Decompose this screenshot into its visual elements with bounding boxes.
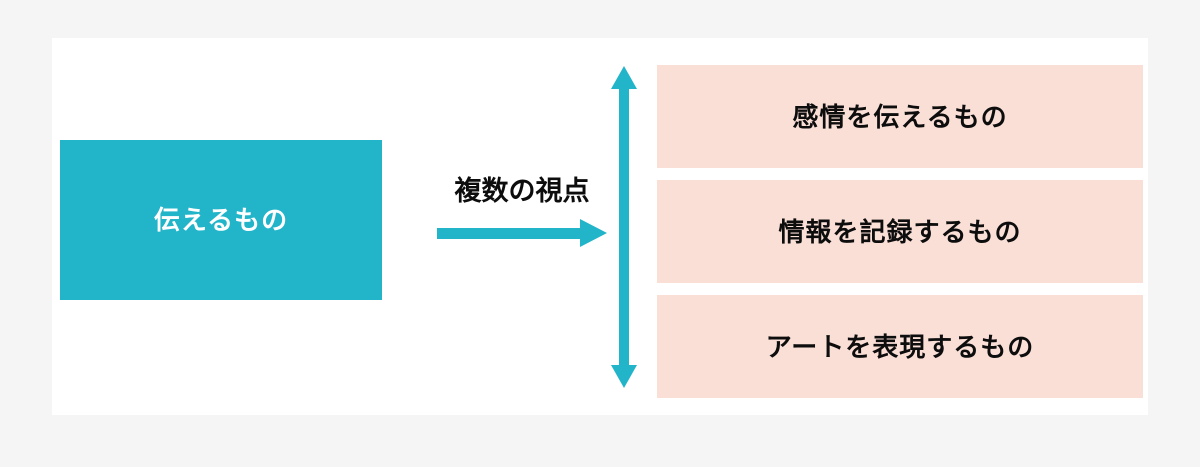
connector-group: 複数の視点 <box>437 178 607 247</box>
right-arrow-head <box>580 219 607 247</box>
down-arrow-head <box>611 365 637 388</box>
outcome-label-3: アートを表現するもの <box>765 331 1035 362</box>
up-arrow-head <box>611 66 637 89</box>
diagram-card: 伝えるもの 複数の視点 感情を伝えるもの 情報を記録するもの アート <box>52 38 1148 415</box>
outcome-label-2: 情報を記録するもの <box>778 216 1022 247</box>
source-concept-label: 伝えるもの <box>153 205 289 235</box>
vertical-arrow-shaft <box>619 86 629 368</box>
outcome-box-2[interactable]: 情報を記録するもの <box>657 180 1143 283</box>
right-arrow-shaft <box>437 228 582 239</box>
outcome-box-1[interactable]: 感情を伝えるもの <box>657 65 1143 168</box>
source-concept-box[interactable]: 伝えるもの <box>60 140 382 300</box>
outcome-list: 感情を伝えるもの 情報を記録するもの アートを表現するもの <box>657 65 1143 398</box>
outcome-label-1: 感情を伝えるもの <box>792 101 1008 132</box>
connector-label: 複数の視点 <box>454 176 590 206</box>
vertical-double-arrow-icon <box>611 66 637 388</box>
outcome-box-3[interactable]: アートを表現するもの <box>657 295 1143 398</box>
right-arrow-icon <box>437 217 607 247</box>
